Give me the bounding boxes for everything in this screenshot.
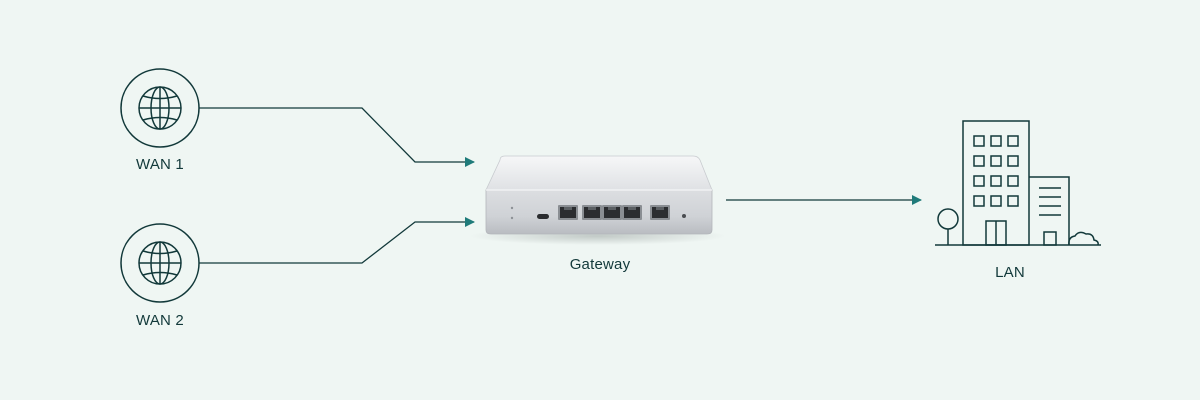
wan1-label: WAN 1 [136, 156, 184, 173]
wan2-globe-icon [120, 223, 200, 303]
lan-label: LAN [995, 264, 1025, 281]
gateway-device [470, 155, 726, 245]
lan-office-building-icon [935, 120, 1101, 246]
wan2-label: WAN 2 [136, 312, 184, 329]
wan1-globe-icon [120, 68, 200, 148]
wan2-connector-arrow [199, 217, 475, 264]
wan1-connector-arrow [199, 107, 475, 167]
ethernet-ports [558, 205, 670, 220]
gateway-label: Gateway [569, 256, 631, 273]
